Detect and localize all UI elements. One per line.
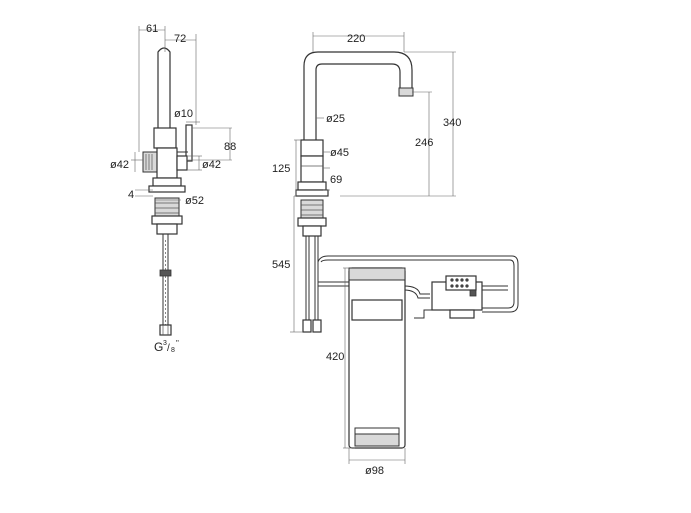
- side-knob-left: [142, 151, 158, 173]
- dim-42-right: ø42: [202, 159, 221, 171]
- thread-num: 3: [163, 340, 167, 347]
- front-tank-cap: [348, 267, 406, 281]
- dim-420: 420: [326, 351, 344, 363]
- dim-52: ø52: [185, 195, 204, 207]
- dim-10: ø10: [174, 108, 193, 120]
- front-tank: [348, 267, 406, 449]
- front-upper-body: [300, 139, 324, 157]
- front-spout-outlet: [398, 87, 414, 97]
- front-view: 220 340 246 ø25 125 ø45 69 545 420: [272, 32, 519, 477]
- side-base: [152, 177, 182, 187]
- side-spout: [157, 47, 171, 131]
- thread-g: G: [154, 340, 163, 354]
- dim-88: 88: [224, 141, 236, 153]
- side-main-body: [156, 147, 178, 179]
- side-upper-body: [153, 127, 177, 149]
- front-control-panel: [445, 275, 477, 291]
- dim-340: 340: [443, 117, 461, 129]
- side-view: 61 72 ø10 88 ø42 ø42 4 ø52 G 3 / 8 ": [110, 23, 236, 354]
- thread-den: 8: [171, 347, 175, 354]
- dim-98: ø98: [365, 465, 384, 477]
- dim-25: ø25: [326, 113, 345, 125]
- side-hose-nut: [159, 324, 172, 336]
- front-cable: [317, 255, 519, 313]
- dim-69: 69: [330, 174, 342, 186]
- thread-mark: ": [176, 339, 179, 348]
- dim-246: 246: [415, 137, 433, 149]
- front-main-body: [300, 155, 324, 183]
- dim-545: 545: [272, 259, 290, 271]
- dim-61: 61: [146, 23, 158, 35]
- side-lever-handle: [185, 124, 193, 162]
- dim-45: ø45: [330, 147, 349, 159]
- front-base: [297, 181, 327, 191]
- thread-slash: /: [167, 343, 170, 354]
- front-control-leds: [450, 278, 469, 288]
- front-spout: [303, 51, 413, 151]
- dim-4: 4: [128, 189, 134, 201]
- dim-125: 125: [272, 163, 290, 175]
- dim-42-left: ø42: [110, 159, 129, 171]
- dim-220: 220: [347, 33, 365, 45]
- dim-72: 72: [174, 33, 186, 45]
